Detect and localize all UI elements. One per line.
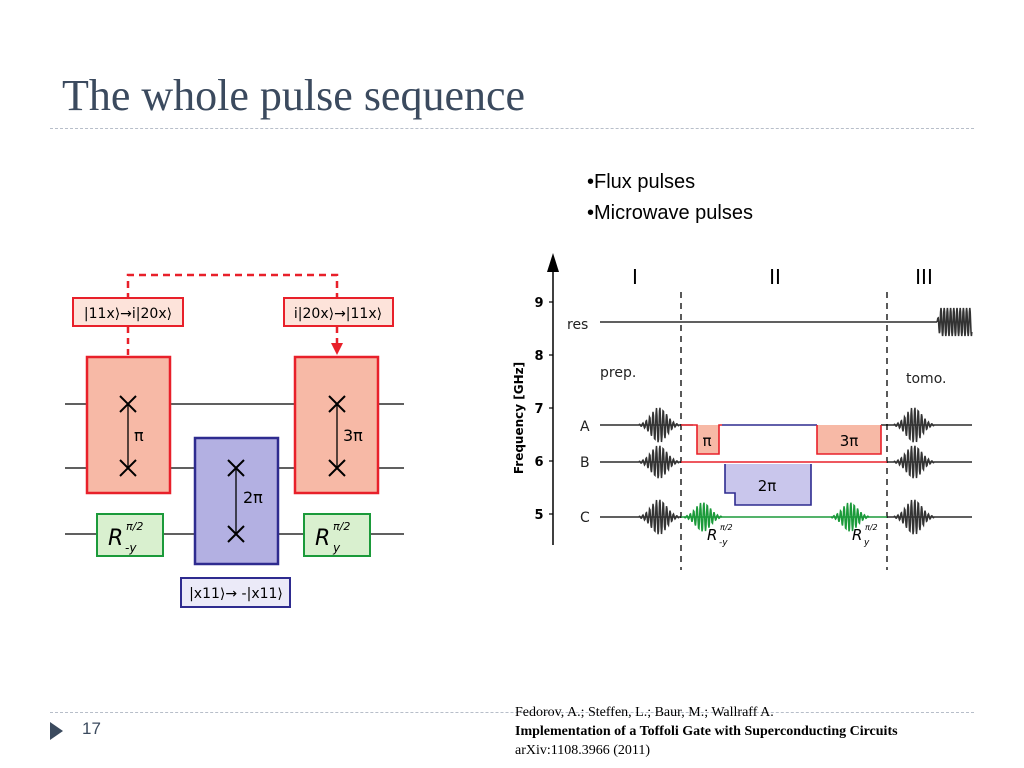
bottom-label: |x11⟩→ -|x11⟩ [189,586,283,602]
pulse-diagram: Frequency [GHz] 9 8 7 6 5 I II III res A… [512,253,973,570]
top-right-label-box [283,297,394,327]
microwave-pulse-rotation-left [683,502,723,532]
swap-cross-icon [227,525,245,543]
section-label-3: III [915,265,933,289]
tomo-annotation: tomo. [906,371,946,387]
swap-cross-icon [328,459,346,477]
line-label-res: res [567,317,588,333]
bullet-flux-pulses: •Flux pulses [587,171,696,193]
footer-divider [50,712,974,713]
y-tick-label: 7 [534,402,543,417]
flux-pulse-pi-label: π [702,432,711,450]
flux-pulse-pi-fill [697,425,719,454]
citation-source: arXiv:1108.3966 (2011) [515,743,651,758]
line-label-c: C [580,510,590,526]
flux-pulse-2pi-label: 2π [758,477,777,495]
rotation-right-sub: y [332,541,341,555]
pulse-rot-right-sub: y [863,538,870,548]
readout-pulse [936,307,973,337]
y-axis-arrow-icon [547,253,559,272]
gate-right-label: 3π [343,426,363,445]
bottom-label-box [180,577,291,608]
flux-pulse-3pi [816,425,882,455]
section-label-2: II [769,265,781,289]
flux-pulse-2pi-fill [725,464,811,505]
gate-left-label: π [134,426,144,445]
microwave-pulse-a-tomo [893,407,935,443]
citation-title: Implementation of a Toffoli Gate with Su… [515,724,898,739]
footer-arrow-icon [50,722,63,740]
bullet-list: •Flux pulses •Microwave pulses [587,167,753,229]
microwave-pulse-rotation-right [830,502,870,532]
line-label-a: A [580,419,590,435]
title-divider [50,128,974,129]
line-label-b: B [580,455,590,471]
rotation-left-base: R [108,526,123,551]
microwave-pulse-a-prep [638,407,680,443]
rotation-left-sub: -y [125,541,137,555]
slide-title: The whole pulse sequence [62,71,526,120]
pulse-rot-left-sub: -y [719,538,728,548]
microwave-pulse-c-prep [638,499,680,535]
swap-cross-icon [227,459,245,477]
bullet-microwave-pulses: •Microwave pulses [587,202,753,224]
circuit-diagram: |11x⟩→i|20x⟩ i|20x⟩→|11x⟩ π 3π 2π |x11⟩→… [65,273,404,608]
y-axis-label: Frequency [GHz] [512,362,526,474]
swap-cross-icon [328,395,346,413]
flux-pulse-3pi-fill [817,425,881,454]
pulse-rot-left-sup: π/2 [720,523,733,532]
top-left-label: |11x⟩→i|20x⟩ [84,306,172,322]
pulse-rot-left-base: R [707,526,717,544]
down-arrow-icon [331,343,343,355]
rotation-right-base: R [315,526,330,551]
gate-middle-label: 2π [243,488,263,507]
microwave-pulse-c-tomo [893,499,935,535]
section-label-1: I [632,265,638,289]
rotation-gate-left [96,513,164,557]
y-tick-label: 9 [534,296,543,311]
prep-annotation: prep. [600,365,636,381]
flux-pulse-3pi-label: 3π [840,432,859,450]
dashed-top-connector [126,273,339,300]
microwave-pulse-b-prep [638,445,680,479]
flux-pulse-2pi [724,464,812,506]
pulse-rot-right-base: R [852,526,862,544]
pulse-rot-right-sup: π/2 [865,523,878,532]
swap-cross-icon [119,459,137,477]
y-tick-label: 6 [534,455,543,470]
citation-authors: Fedorov, A.; Steffen, L.; Baur, M.; Wall… [515,705,774,720]
page-number: 17 [82,719,101,738]
rotation-right-sup: π/2 [333,520,350,533]
flux-pulse-pi [681,424,722,455]
microwave-pulse-b-tomo [893,445,935,479]
y-tick-label: 8 [534,349,543,364]
top-left-label-box [72,297,184,327]
top-right-label: i|20x⟩→|11x⟩ [294,306,382,322]
y-tick-label: 5 [534,508,543,523]
citation: Fedorov, A.; Steffen, L.; Baur, M.; Wall… [515,703,898,760]
rotation-left-sup: π/2 [126,520,143,533]
swap-cross-icon [119,395,137,413]
rotation-gate-right [303,513,371,557]
